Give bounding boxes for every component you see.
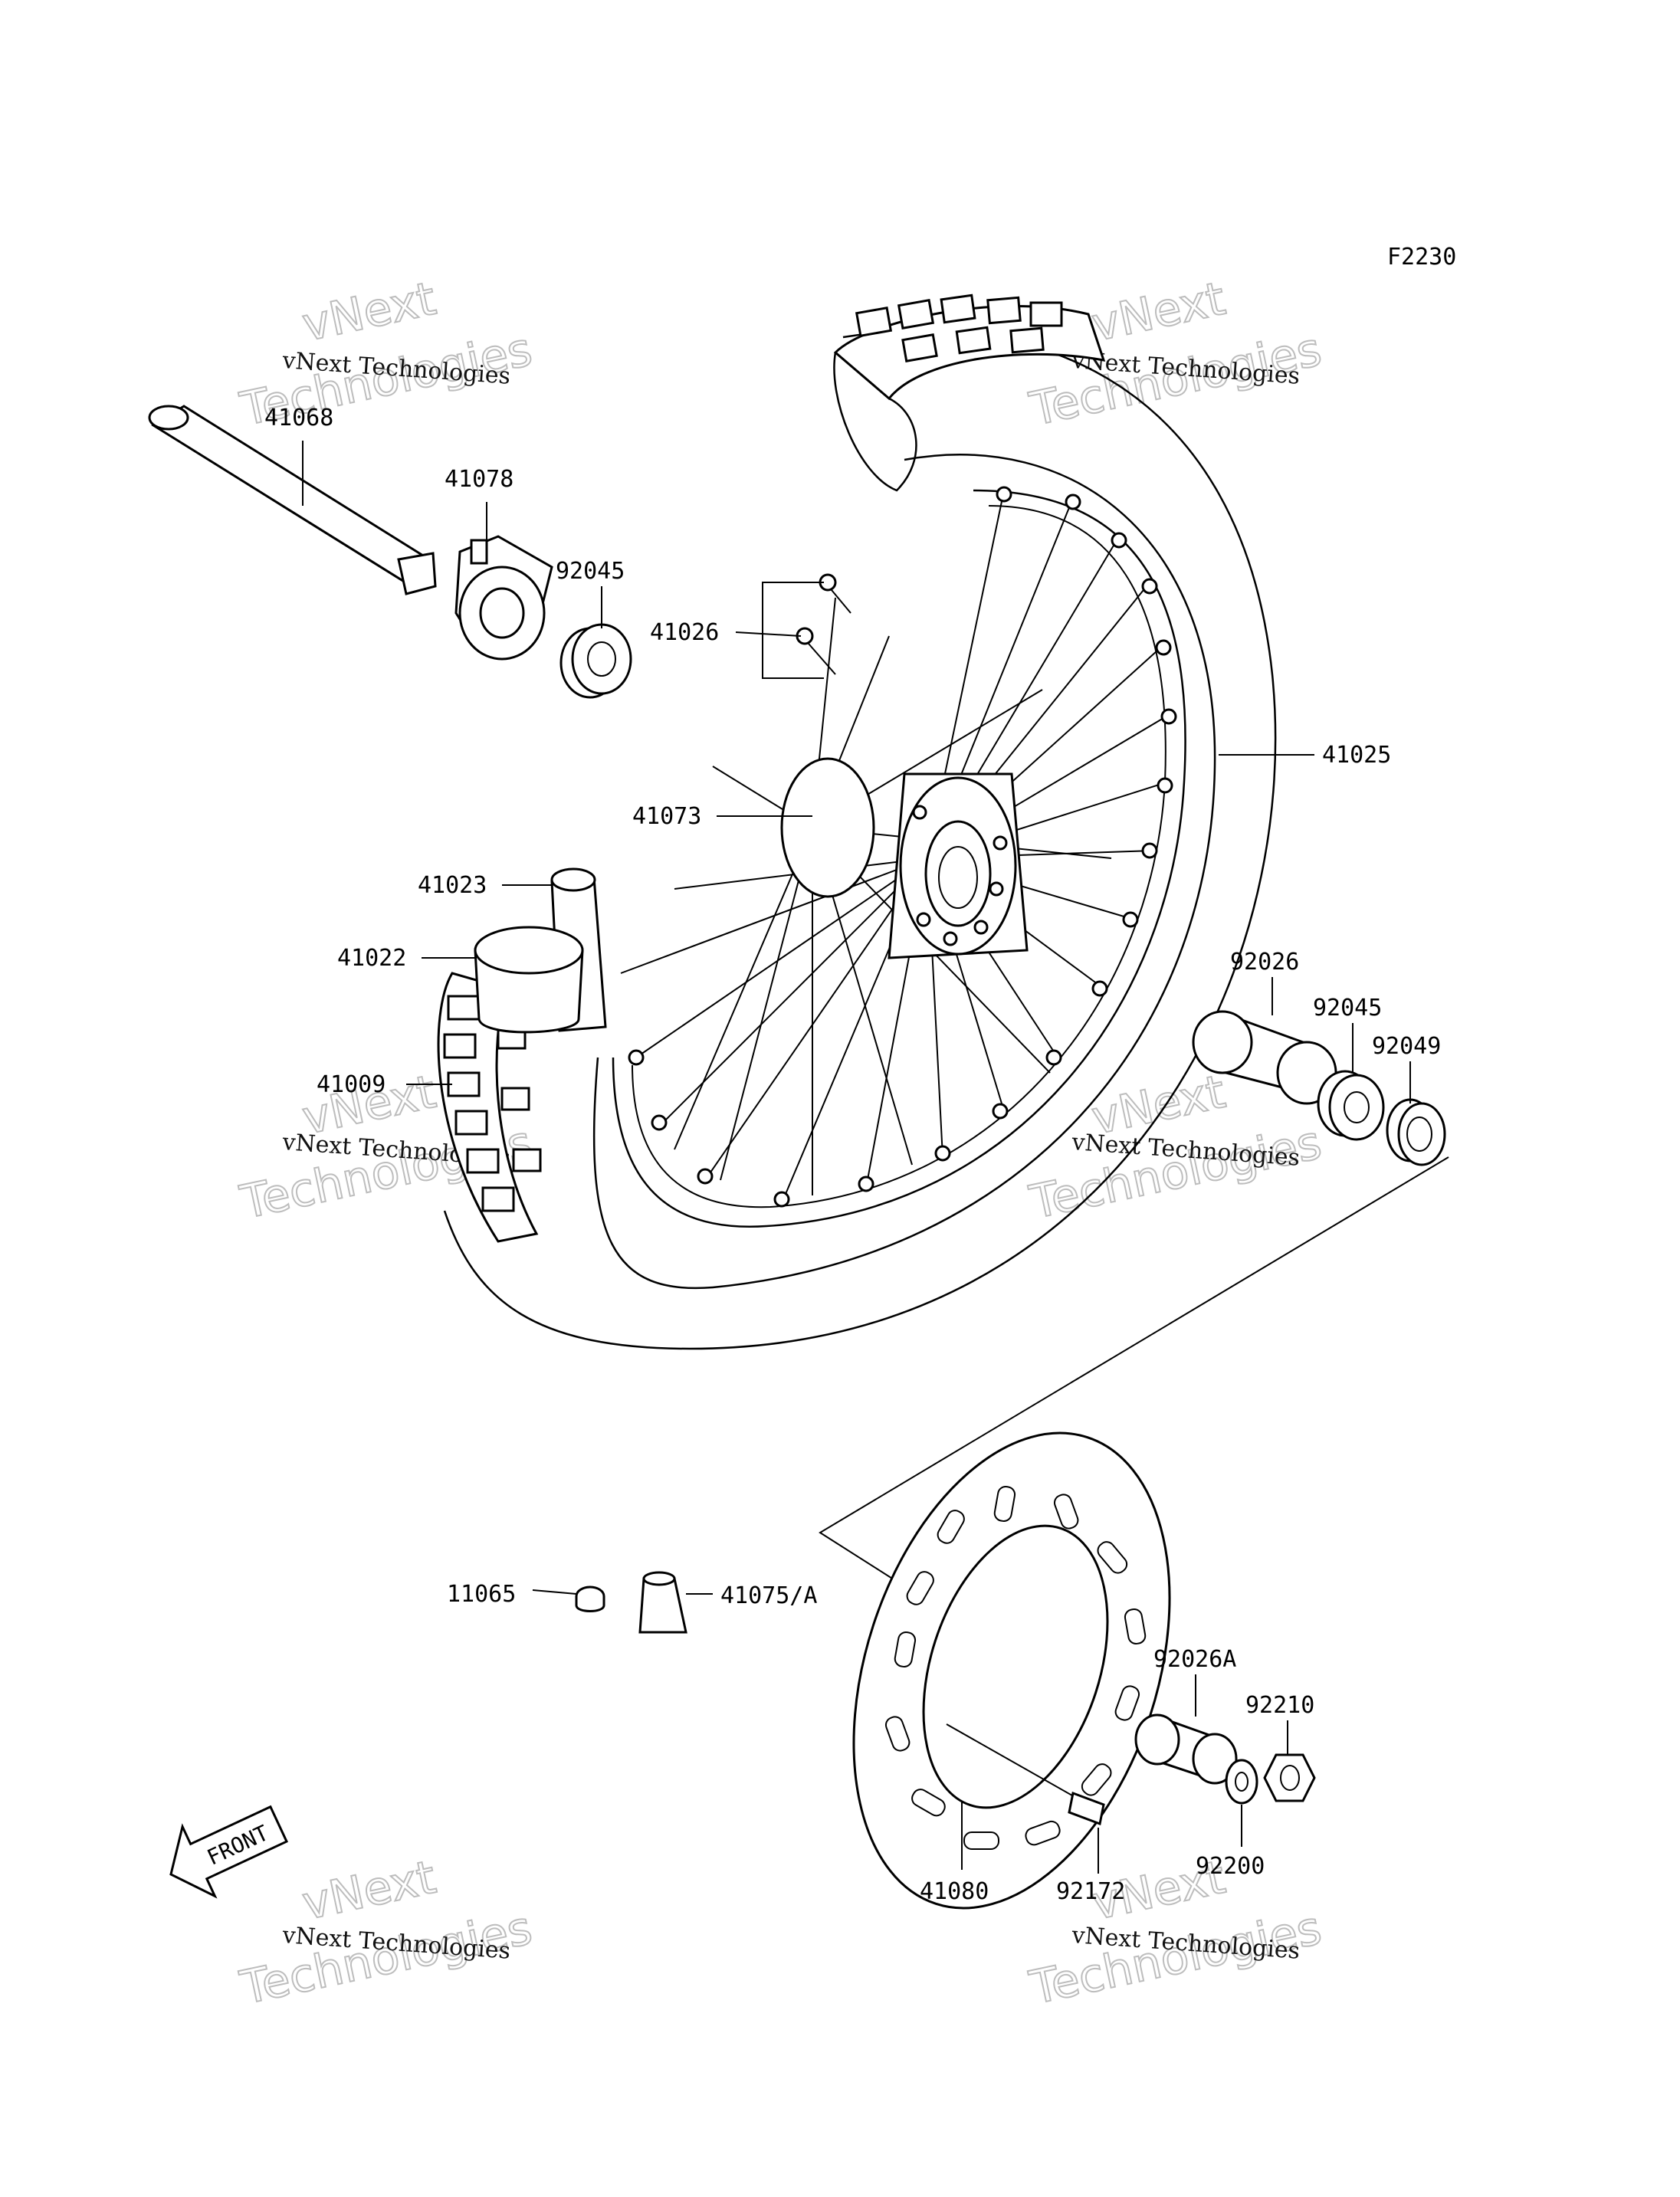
callout-92049: 92049 <box>1372 1033 1441 1060</box>
wheel-hub <box>780 757 1029 959</box>
diagram-code: F2230 <box>1387 244 1456 271</box>
watermark-big-line1: vNext <box>298 272 441 353</box>
callout-41009: 41009 <box>317 1071 386 1098</box>
bearing-92045-top <box>559 623 632 699</box>
callout-41075A: 41075/A <box>720 1582 817 1609</box>
rim-outer <box>612 489 1186 1228</box>
watermark-bottom-right: vNext Technologies vNext Technologies <box>1025 1850 1327 2016</box>
fork-parts <box>474 867 607 1034</box>
callout-92210: 92210 <box>1245 1692 1314 1719</box>
tire-tread-top <box>833 293 1106 492</box>
callout-41026: 41026 <box>650 619 719 646</box>
tire-inner-edge <box>592 454 1216 1290</box>
callout-92045-top: 92045 <box>556 558 625 585</box>
callout-11065: 11065 <box>447 1581 516 1608</box>
callout-41023: 41023 <box>418 872 487 899</box>
callout-92200: 92200 <box>1196 1853 1265 1880</box>
callout-92172: 92172 <box>1056 1878 1125 1905</box>
watermark-bottom-left: vNext Technologies vNext Technologies <box>235 1850 538 2016</box>
seal-92049 <box>1386 1098 1446 1166</box>
callout-41025: 41025 <box>1322 742 1391 769</box>
callout-41022: 41022 <box>337 945 406 972</box>
nut-92210 <box>1263 1753 1316 1802</box>
axle-41068 <box>148 405 437 595</box>
callout-41073: 41073 <box>632 803 701 830</box>
washer-92200 <box>1225 1759 1258 1805</box>
front-direction-arrow: FRONT <box>169 1805 289 1899</box>
callout-41080: 41080 <box>920 1878 989 1905</box>
callout-92026A: 92026A <box>1153 1646 1236 1673</box>
watermark-big-line1: vNext <box>1088 272 1230 353</box>
leader-lines <box>302 441 1411 1874</box>
watermark-big-line1: vNext <box>298 1851 441 1931</box>
rim-inner <box>632 505 1166 1208</box>
valve-cap-41075A <box>638 1571 687 1634</box>
spacer-92026A <box>1134 1713 1238 1785</box>
spacer-92026 <box>1192 1009 1337 1105</box>
spacer-41078 <box>454 535 553 661</box>
callout-92045-right: 92045 <box>1313 995 1382 1021</box>
assembly-reference-line <box>819 1156 1449 1587</box>
bolt-92172 <box>946 1723 1105 1826</box>
callout-92026: 92026 <box>1230 949 1299 976</box>
valve-parts <box>796 573 851 675</box>
cap-11065 <box>575 1585 605 1612</box>
callout-labels: 41068 41078 92045 41026 41025 41073 4102… <box>264 405 1441 1905</box>
callout-41068: 41068 <box>264 405 333 431</box>
callout-41078: 41078 <box>445 466 514 493</box>
spoke-nipples <box>628 486 1177 1208</box>
bearing-92045-right <box>1317 1070 1385 1141</box>
tire-tread-bottom <box>437 972 542 1243</box>
front-wheel-assembly <box>437 293 1277 1350</box>
